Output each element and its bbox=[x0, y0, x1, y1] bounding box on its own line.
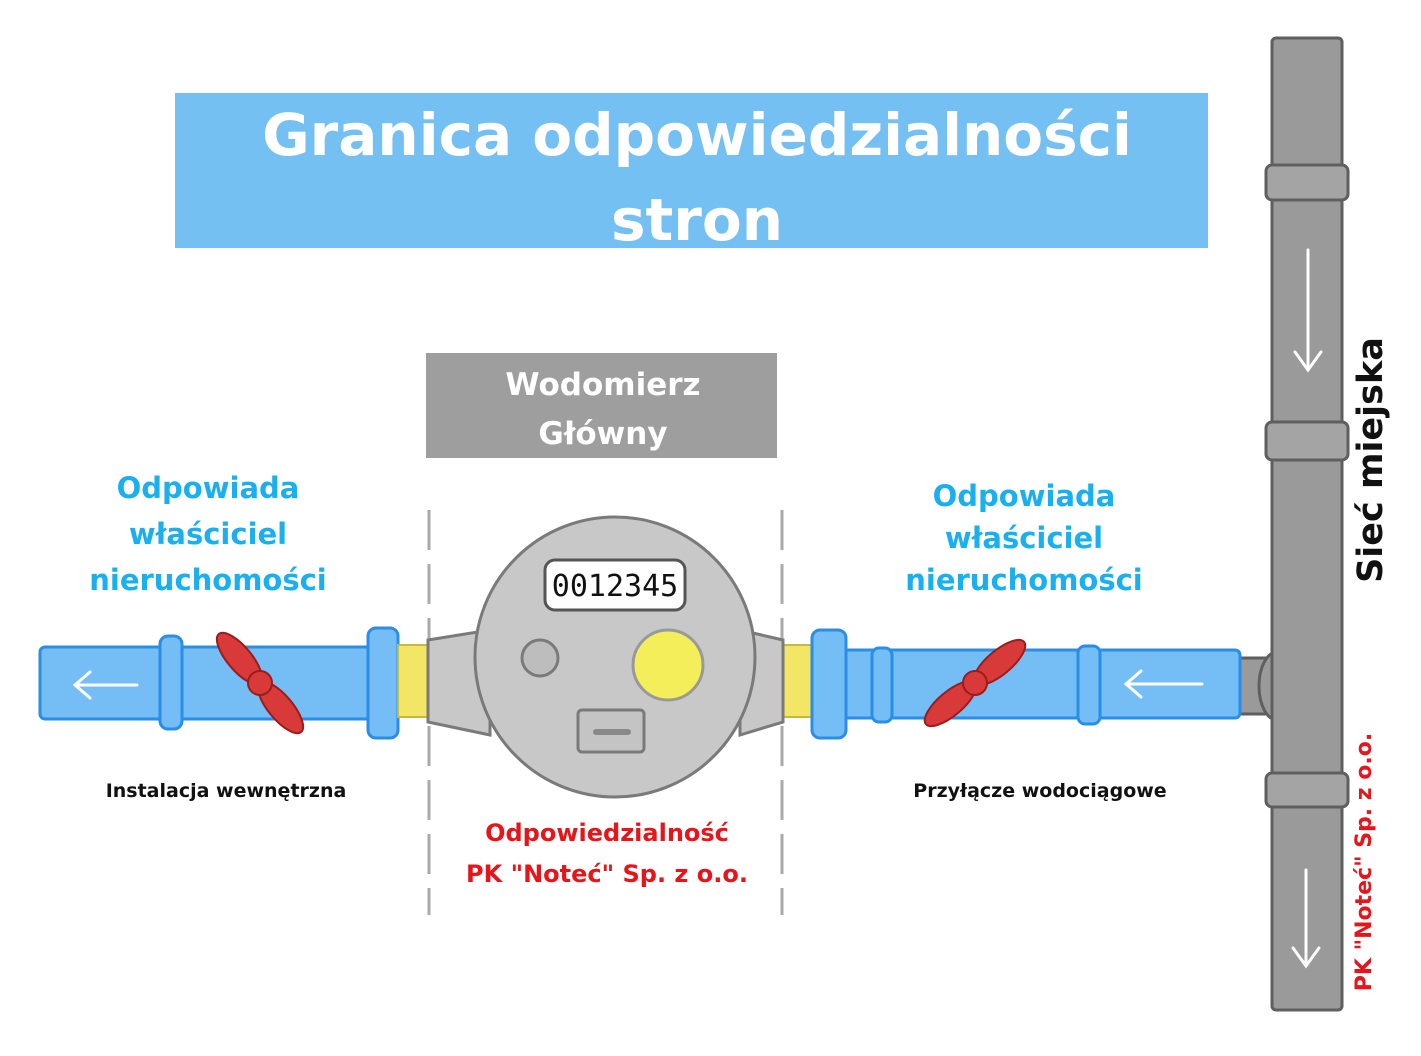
main-pipe-label: Sieć miejska bbox=[1351, 337, 1391, 583]
main-city-pipe bbox=[1238, 36, 1350, 1012]
water-meter bbox=[426, 515, 785, 799]
valve-icon bbox=[215, 631, 305, 735]
title-line-1: Granica odpowiedzialności bbox=[262, 101, 1132, 169]
arrow-down-icon bbox=[1293, 248, 1323, 373]
meter-label-line-2: Główny bbox=[538, 416, 667, 452]
right-owner-line-3: nieruchomości bbox=[905, 563, 1143, 597]
company-responsibility-line-1: Odpowiedzialność bbox=[485, 819, 729, 847]
meter-label-box: Wodomierz Główny bbox=[426, 353, 777, 458]
meter-reading-display: 0012345 bbox=[552, 569, 678, 604]
left-owner-line-3: nieruchomości bbox=[89, 563, 327, 597]
arrow-left-icon bbox=[1123, 669, 1204, 699]
service-connection-label: Przyłącze wodociągowe bbox=[913, 780, 1166, 802]
arrow-down-icon bbox=[1291, 868, 1321, 969]
right-owner-line-2: właściciel bbox=[945, 521, 1103, 555]
arrow-left-icon bbox=[72, 670, 139, 700]
internal-installation-pipe bbox=[38, 626, 400, 740]
right-owner-line-1: Odpowiada bbox=[933, 479, 1116, 513]
left-owner-line-1: Odpowiada bbox=[117, 471, 300, 505]
valve-icon bbox=[923, 638, 1027, 728]
left-meter-connector bbox=[397, 644, 429, 718]
meter-label-line-1: Wodomierz bbox=[505, 367, 700, 403]
service-connection-pipe bbox=[810, 628, 1242, 740]
left-owner-line-2: właściciel bbox=[129, 517, 287, 551]
internal-installation-label: Instalacja wewnętrzna bbox=[106, 780, 347, 802]
right-owner-text: Odpowiada właściciel nieruchomości bbox=[905, 479, 1143, 597]
left-owner-text: Odpowiada właściciel nieruchomości bbox=[89, 471, 327, 597]
title-banner: Granica odpowiedzialności stron bbox=[175, 93, 1208, 254]
right-meter-connector bbox=[782, 644, 814, 718]
title-line-2: stron bbox=[611, 186, 783, 254]
company-responsibility-line-2: PK "Noteć" Sp. z o.o. bbox=[466, 860, 748, 888]
main-pipe-owner: PK "Noteć" Sp. z o.o. bbox=[1352, 733, 1377, 991]
